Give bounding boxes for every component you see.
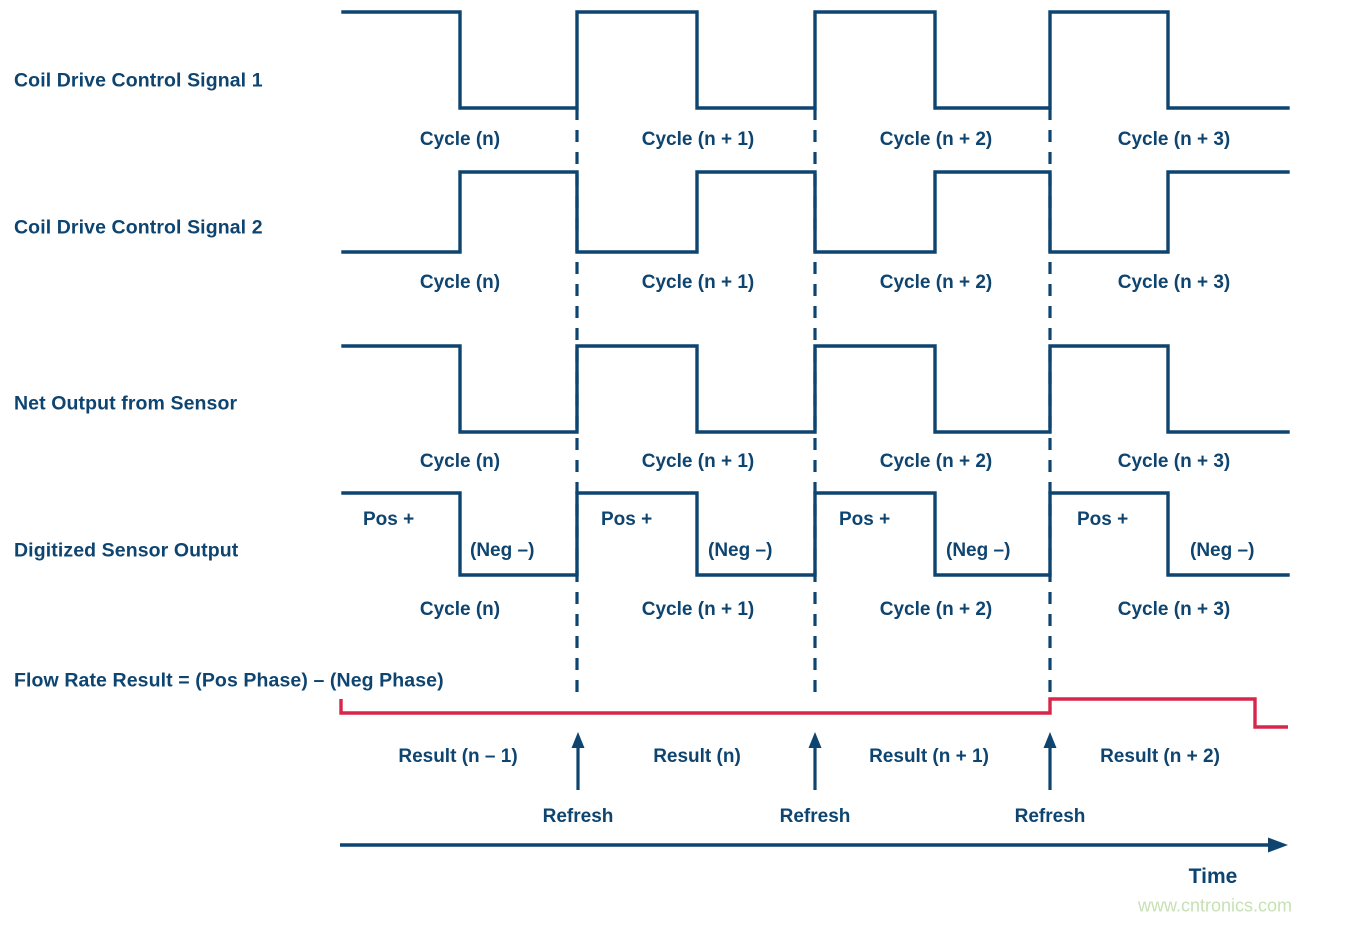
cycle-label-digitized-sensor-output-0: Cycle (n) <box>419 599 501 620</box>
watermark: www.cntronics.com <box>1137 895 1293 916</box>
cycle-label-coil-drive-control-signal-1-0: Cycle (n) <box>419 129 501 150</box>
cycle-label-coil-drive-control-signal-2-3: Cycle (n + 3) <box>1117 272 1231 293</box>
waveform-coil-drive-control-signal-1 <box>341 10 1290 110</box>
phase-label-3: (Neg –) <box>708 540 773 561</box>
flow-rate-result-label: Flow Rate Result = (Pos Phase) – (Neg Ph… <box>14 669 444 692</box>
phase-label-6: Pos + <box>1077 509 1129 530</box>
refresh-label-0: Refresh <box>542 806 614 827</box>
phase-label-0: Pos + <box>363 509 415 530</box>
phase-label-7: (Neg –) <box>1190 540 1255 561</box>
waveform-coil-drive-control-signal-2 <box>341 170 1290 254</box>
row-label-net-output-from-sensor: Net Output from Sensor <box>14 392 238 415</box>
refresh-arrow-head-1 <box>808 732 822 748</box>
phase-label-5: (Neg –) <box>946 540 1011 561</box>
cycle-label-digitized-sensor-output-1: Cycle (n + 1) <box>641 599 755 620</box>
phase-label-1: (Neg –) <box>470 540 535 561</box>
flow-rate-result-waveform <box>339 697 1288 729</box>
row-label-digitized-sensor-output: Digitized Sensor Output <box>14 539 239 562</box>
refresh-label-2: Refresh <box>1014 806 1086 827</box>
cycle-label-coil-drive-control-signal-1-3: Cycle (n + 3) <box>1117 129 1231 150</box>
refresh-arrow-head-0 <box>571 732 585 748</box>
refresh-marker-0 <box>571 732 585 790</box>
refresh-label-1: Refresh <box>779 806 851 827</box>
refresh-marker-1 <box>808 732 822 790</box>
waveform-net-output-from-sensor <box>341 344 1290 434</box>
result-label-0: Result (n – 1) <box>398 746 518 767</box>
refresh-arrow-head-2 <box>1043 732 1057 748</box>
cycle-label-digitized-sensor-output-3: Cycle (n + 3) <box>1117 599 1231 620</box>
cycle-label-net-output-from-sensor-1: Cycle (n + 1) <box>641 451 755 472</box>
cycle-label-digitized-sensor-output-2: Cycle (n + 2) <box>879 599 993 620</box>
cycle-label-net-output-from-sensor-0: Cycle (n) <box>419 451 501 472</box>
row-label-coil-drive-control-signal-2: Coil Drive Control Signal 2 <box>14 216 263 239</box>
cycle-label-coil-drive-control-signal-2-1: Cycle (n + 1) <box>641 272 755 293</box>
row-label-coil-drive-control-signal-1: Coil Drive Control Signal 1 <box>14 69 263 92</box>
result-label-2: Result (n + 1) <box>869 746 989 767</box>
phase-label-2: Pos + <box>601 509 653 530</box>
result-label-3: Result (n + 2) <box>1100 746 1220 767</box>
cycle-label-coil-drive-control-signal-1-1: Cycle (n + 1) <box>641 129 755 150</box>
cycle-label-coil-drive-control-signal-2-2: Cycle (n + 2) <box>879 272 993 293</box>
time-axis-arrowhead <box>1268 837 1288 853</box>
cycle-label-net-output-from-sensor-2: Cycle (n + 2) <box>879 451 993 472</box>
time-axis-label: Time <box>1188 865 1238 888</box>
cycle-label-net-output-from-sensor-3: Cycle (n + 3) <box>1117 451 1231 472</box>
cycle-label-coil-drive-control-signal-2-0: Cycle (n) <box>419 272 501 293</box>
cycle-label-coil-drive-control-signal-1-2: Cycle (n + 2) <box>879 129 993 150</box>
result-label-1: Result (n) <box>653 746 741 767</box>
refresh-marker-2 <box>1043 732 1057 790</box>
phase-label-4: Pos + <box>839 509 891 530</box>
